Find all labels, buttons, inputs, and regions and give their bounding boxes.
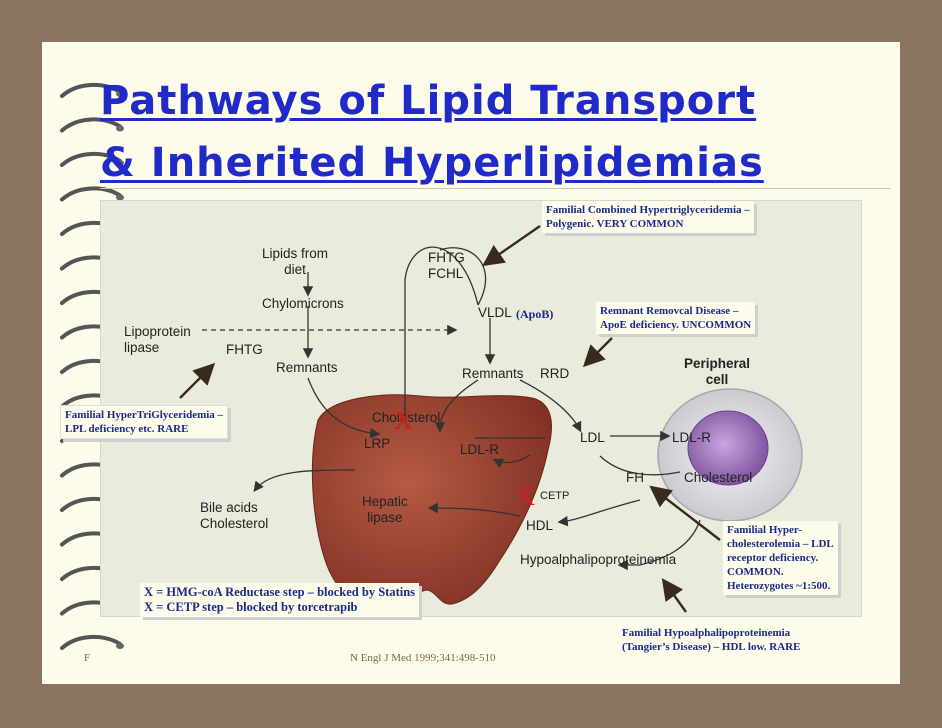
label-ldl: LDL [580, 430, 605, 445]
binding-hole [116, 643, 124, 649]
label-hypoalphalipoproteinemia: Hypoalphalipoproteinemia [520, 552, 677, 567]
binding-ring [60, 117, 122, 133]
label-bile-acids: Bile acids Cholesterol [200, 500, 269, 531]
footer-left-text: F [84, 652, 91, 664]
note-fh: Familial Hyper- cholesterolemia – LDL re… [723, 521, 838, 595]
title-line-2: & Inherited Hyperlipidemias [100, 140, 764, 186]
x-mark-cetp: X [516, 482, 535, 511]
note-fhtg: Familial HyperTriGlyceridemia – LPL defi… [60, 405, 229, 439]
label-peripheral-cell: Peripheral cell [684, 356, 751, 387]
label-chylomicrons: Chylomicrons [262, 296, 344, 311]
nucleus-shape [687, 410, 769, 486]
label-lrp: LRP [364, 436, 391, 451]
label-lipids-from-diet: Lipids from diet [262, 246, 329, 277]
binding-ring [60, 186, 122, 202]
note-tangier: Familial Hypoalphalipoproteinemia (Tangi… [618, 624, 805, 656]
binding-ring [60, 634, 122, 650]
note-fchl: Familial Combined Hypertriglyceridemia –… [542, 201, 754, 233]
label-cholesterol-cell: Cholesterol [684, 470, 753, 485]
label-hdl: HDL [526, 518, 554, 533]
label-rrd: RRD [540, 366, 570, 381]
title-line-1: Pathways of Lipid Transport [100, 78, 757, 124]
note-statins: X = HMG-coA Reductase step – blocked by … [140, 583, 420, 617]
label-remnants-left: Remnants [276, 360, 338, 375]
binding-hole [116, 160, 124, 166]
citation: N Engl J Med 1999;341:498-510 [350, 652, 496, 664]
label-lipoprotein-lipase: Lipoprotein lipase [124, 324, 191, 355]
label-fh: FH [626, 470, 644, 485]
x-mark-hmg-coa: X [394, 406, 413, 435]
label-cetp: CETP [540, 490, 570, 502]
label-remnants-right: Remnants [462, 366, 524, 381]
label-ldl-r-liver: LDL-R [460, 442, 500, 457]
label-apob: (ApoB) [516, 307, 554, 321]
note-rrd: Remnant Removcal Disease – ApoE deficien… [596, 302, 756, 334]
label-hepatic-lipase: Hepatic lipase [362, 494, 408, 525]
binding-ring [60, 151, 122, 167]
label-fhtg: FHTG [226, 342, 263, 357]
label-ldl-r-cell: LDL-R [672, 430, 712, 445]
title-divider [100, 188, 890, 189]
label-cholesterol-liver: Cholesterol [372, 410, 441, 425]
binding-hole [116, 194, 124, 201]
label-fhtg-fchl: FHTG FCHL [428, 250, 465, 281]
binding-ring [60, 82, 122, 98]
label-vldl: VLDL [478, 305, 512, 320]
binding-hole [116, 91, 124, 97]
binding-hole [116, 125, 124, 132]
